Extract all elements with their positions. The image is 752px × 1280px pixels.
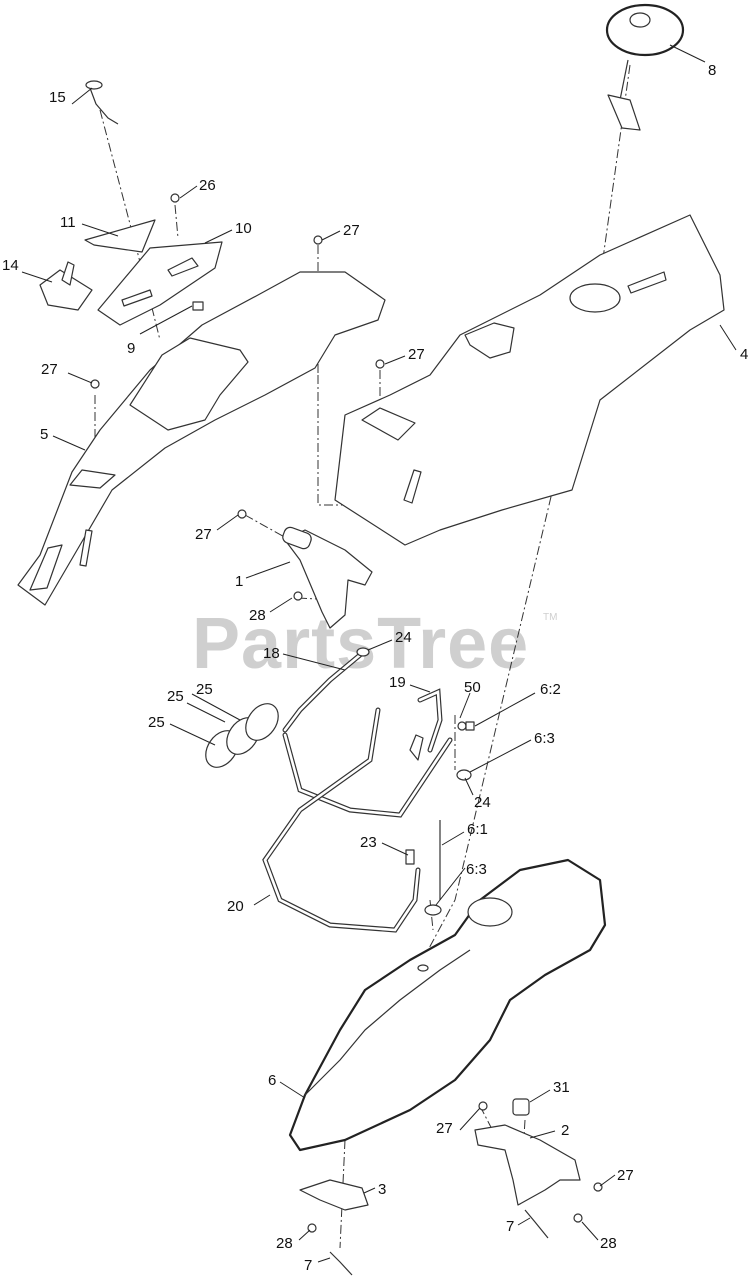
callout-6-2: 6:2	[540, 681, 561, 698]
fitting-23	[405, 849, 415, 865]
callout-6: 6	[268, 1072, 276, 1089]
callout-27: 27	[436, 1120, 453, 1137]
callout-27: 27	[617, 1167, 634, 1184]
callout-20: 20	[227, 898, 244, 915]
callout-7: 7	[506, 1218, 514, 1235]
bumper-31	[512, 1098, 530, 1116]
body-slot	[403, 469, 422, 504]
callout-23: 23	[360, 834, 377, 851]
callout-26: 26	[199, 177, 216, 194]
callout-27: 27	[343, 222, 360, 239]
callout-1: 1	[235, 573, 243, 590]
callout-2: 2	[561, 1122, 569, 1139]
body-slot	[627, 271, 667, 294]
console-slot	[79, 529, 93, 567]
clamp-24	[356, 647, 370, 657]
grommet-6-3	[456, 769, 472, 781]
watermark-trademark: TM	[543, 612, 557, 623]
callout-27: 27	[195, 526, 212, 543]
body-panel-4	[334, 214, 725, 546]
fastener-screws	[90, 193, 603, 1233]
console-slot	[29, 544, 63, 591]
fill-opening	[569, 283, 621, 313]
tank-filler-neck	[467, 897, 513, 927]
callout-10: 10	[235, 220, 252, 237]
callout-3: 3	[378, 1181, 386, 1198]
callout-15: 15	[49, 89, 66, 106]
tank-fitting	[424, 904, 442, 916]
callout-6-1: 6:1	[467, 821, 488, 838]
watermark-text: PartsTree	[192, 604, 529, 684]
callout-28: 28	[249, 607, 266, 624]
callout-11: 11	[60, 214, 76, 231]
callout-28: 28	[600, 1235, 617, 1252]
decal-11	[84, 219, 156, 253]
hose-clamps-25	[205, 703, 279, 768]
callout-4: 4	[740, 346, 748, 363]
bracket-3	[299, 1179, 369, 1211]
callout-6-3: 6:3	[534, 730, 555, 747]
console-slot	[69, 469, 116, 489]
lever-14	[39, 269, 93, 311]
body-recess	[361, 407, 416, 441]
callout-labels: 15 26 11 10 14 27 9 27 5 8 4 27 27 1 28 …	[2, 62, 748, 1274]
callout-24: 24	[395, 629, 412, 646]
callout-28: 28	[276, 1235, 293, 1252]
callout-25: 25	[148, 714, 165, 731]
clip-7	[329, 1251, 353, 1276]
callout-25: 25	[196, 681, 213, 698]
fuel-tank-6	[288, 858, 607, 1152]
bracket-1	[284, 529, 373, 629]
fitting-6-2	[465, 721, 475, 731]
callout-31: 31	[553, 1079, 570, 1096]
clip-7	[524, 1209, 549, 1239]
callout-25: 25	[167, 688, 184, 705]
callout-7: 7	[304, 1257, 312, 1274]
callout-5: 5	[40, 426, 48, 443]
fuel-cap-8	[605, 3, 685, 131]
callout-50: 50	[464, 679, 481, 696]
grommet-9	[192, 301, 204, 311]
callout-9: 9	[127, 340, 135, 357]
callout-27: 27	[41, 361, 58, 378]
dipstick-15	[85, 80, 119, 125]
console-panel-5	[17, 271, 386, 606]
body-mount-boss	[464, 322, 515, 359]
callout-27: 27	[408, 346, 425, 363]
callout-6-3: 6:3	[466, 861, 487, 878]
console-opening	[129, 337, 249, 431]
callout-24: 24	[474, 794, 491, 811]
callout-18: 18	[263, 645, 280, 662]
plate-10	[97, 241, 223, 326]
leader-lines	[21, 44, 737, 1263]
fuel-hoses	[262, 652, 453, 933]
callout-14: 14	[2, 257, 19, 274]
bracket-2	[474, 1124, 581, 1206]
callout-8: 8	[708, 62, 716, 79]
callout-19: 19	[389, 674, 406, 691]
